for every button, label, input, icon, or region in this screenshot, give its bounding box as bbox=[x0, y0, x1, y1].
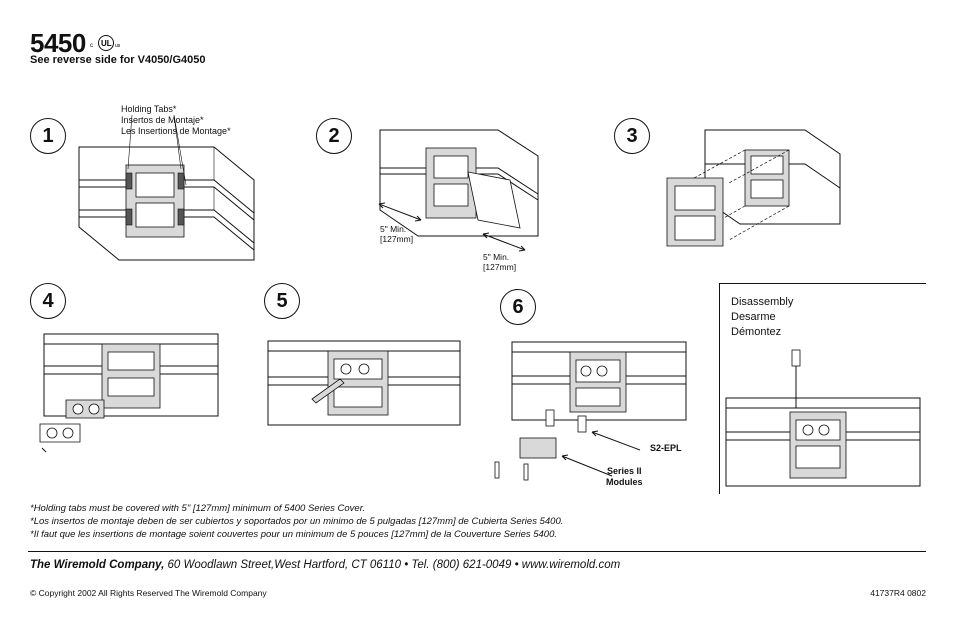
step-6-number: 6 bbox=[500, 289, 536, 325]
step-3-illustration bbox=[666, 129, 841, 247]
copyright-notice: © Copyright 2002 All Rights Reserved The… bbox=[30, 588, 267, 598]
holding-tabs-en: Holding Tabs* bbox=[121, 104, 177, 114]
company-contact-line: The Wiremold Company, 60 Woodlawn Street… bbox=[30, 559, 620, 571]
s2-epl-label: S2-EPL bbox=[650, 443, 682, 453]
note-en: *Holding tabs must be covered with 5" [1… bbox=[30, 503, 366, 514]
step-2-dimension-arrows bbox=[378, 202, 526, 252]
disassembly-panel bbox=[719, 283, 926, 494]
series-ii-line1: Series II bbox=[606, 466, 642, 476]
company-address: 60 Woodlawn Street,West Hartford, CT 061… bbox=[164, 559, 621, 571]
min-distance-right: 5" Min. [127mm] bbox=[483, 252, 516, 272]
ul-logo-text: UL bbox=[101, 39, 112, 48]
holding-tabs-es: Insertos de Montaje* bbox=[121, 115, 204, 125]
step-2-illustration bbox=[379, 129, 539, 237]
min-left-mm: [127mm] bbox=[380, 234, 414, 244]
series-ii-line2: Modules bbox=[606, 477, 643, 487]
min-distance-left: 5" Min. [127mm] bbox=[380, 224, 413, 244]
note-es: *Los insertos de montaje deben de ser cu… bbox=[30, 516, 564, 527]
company-name: The Wiremold Company, bbox=[30, 559, 165, 571]
footer-divider bbox=[28, 551, 926, 552]
holding-tabs-notes: *Holding tabs must be covered with 5" [1… bbox=[30, 502, 563, 541]
product-number: 5450 bbox=[30, 28, 86, 58]
step-6-illustration bbox=[494, 341, 687, 481]
disassembly-heading: Disassembly Desarme Démontez bbox=[731, 295, 793, 340]
disassembly-fr: Démontez bbox=[731, 326, 782, 338]
disassembly-es: Desarme bbox=[731, 311, 776, 323]
step-4-number: 4 bbox=[30, 283, 66, 319]
min-left-inches: 5" Min. bbox=[380, 224, 407, 234]
step-1-number: 1 bbox=[30, 118, 66, 154]
min-right-inches: 5" Min. bbox=[483, 252, 510, 262]
note-fr: *Il faut que les insertions de montage s… bbox=[30, 529, 558, 540]
step-3-number: 3 bbox=[614, 118, 650, 154]
disassembly-en: Disassembly bbox=[731, 296, 794, 308]
reverse-side-note: See reverse side for V4050/G4050 bbox=[30, 54, 206, 66]
svg-text:us: us bbox=[115, 43, 121, 49]
series-ii-label: Series II Modules bbox=[606, 466, 643, 488]
svg-text:c: c bbox=[90, 43, 93, 49]
step-2-number: 2 bbox=[316, 118, 352, 154]
document-number: 41737R4 0802 bbox=[870, 588, 926, 598]
step-5-number: 5 bbox=[264, 283, 300, 319]
step-4-illustration bbox=[39, 333, 219, 453]
step-1-illustration bbox=[78, 114, 255, 261]
step-5-illustration bbox=[267, 340, 461, 426]
disassembly-illustration bbox=[725, 349, 921, 487]
min-right-mm: [127mm] bbox=[483, 262, 517, 272]
holding-tabs-callout: Holding Tabs* Insertos de Montaje* Les I… bbox=[121, 104, 231, 137]
ul-listed-logo: c UL us bbox=[90, 35, 121, 51]
